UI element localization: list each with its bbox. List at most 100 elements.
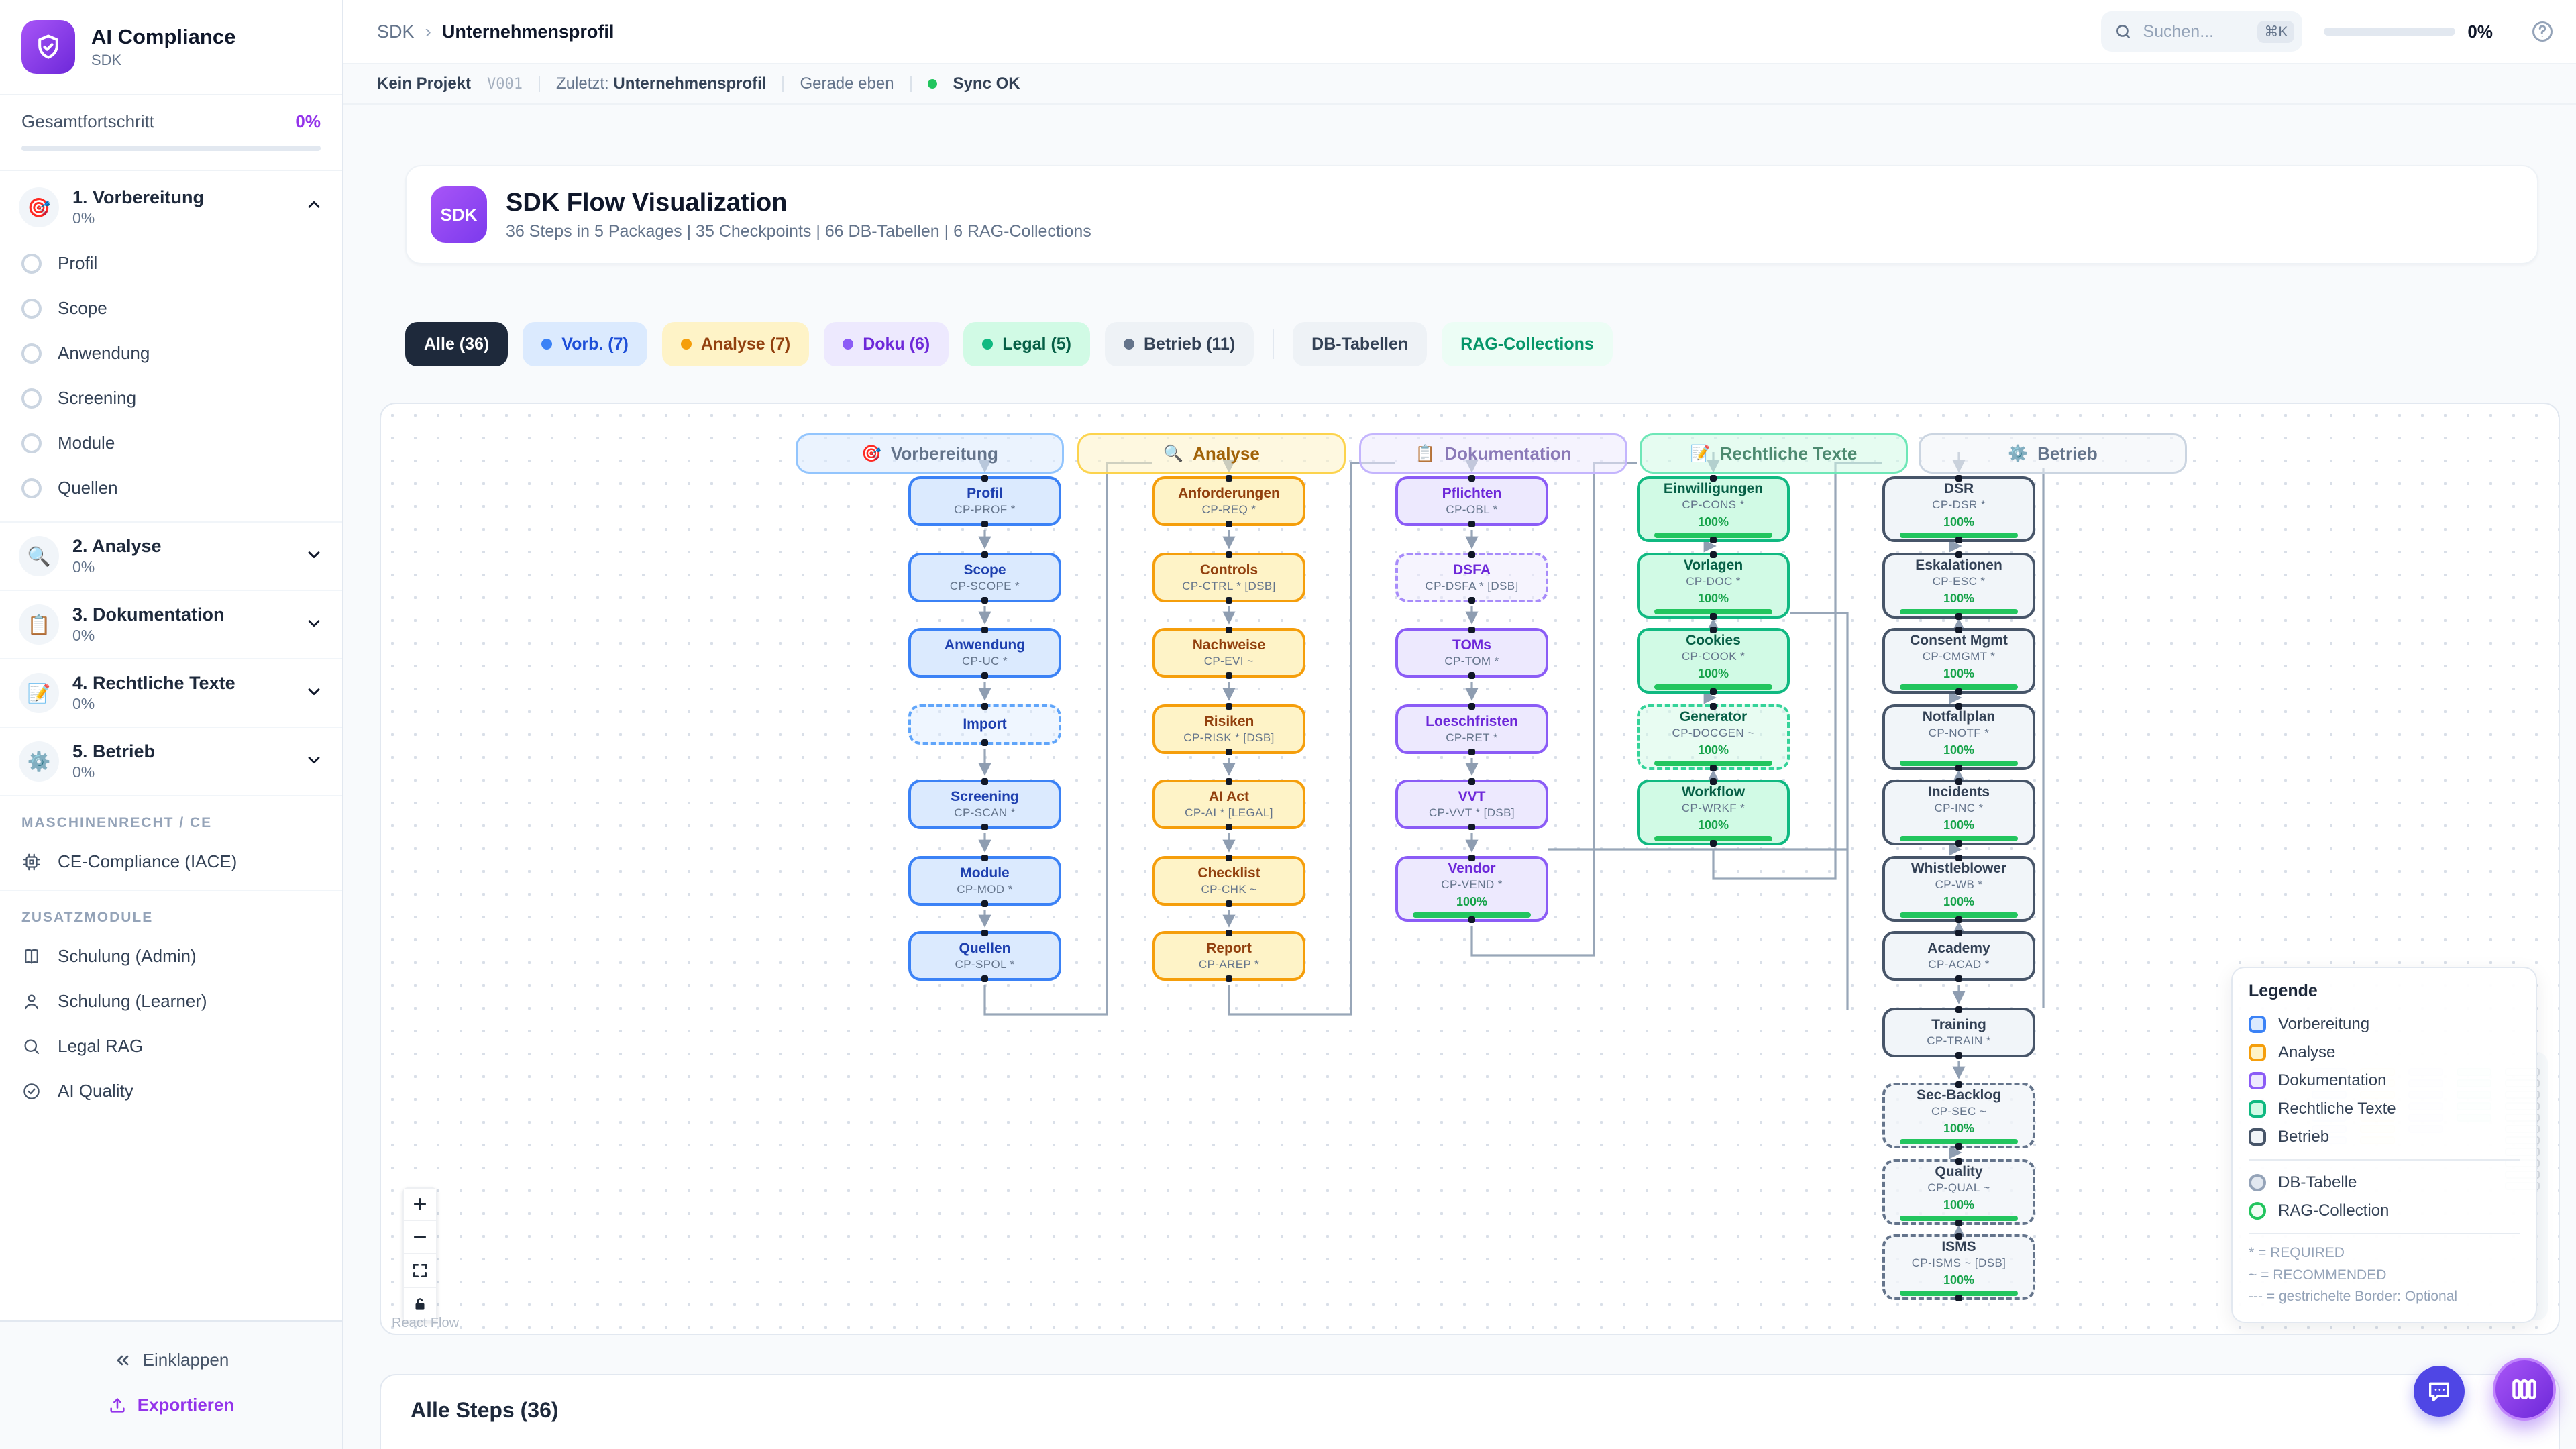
legend-swatch — [2249, 1016, 2266, 1034]
section-label-maschinenrecht-ce: MASCHINENRECHT / CE — [21, 815, 213, 830]
sidebar-item-legal-rag[interactable]: Legal RAG — [21, 1024, 321, 1069]
columns-view-button[interactable] — [2493, 1358, 2556, 1421]
node-code: CP-ESC * — [1932, 575, 1986, 588]
zoom-in-button[interactable] — [402, 1187, 437, 1221]
group-label: Vorbereitung — [891, 443, 998, 464]
flow-group-header-dokumentation: 📋Dokumentation — [1359, 433, 1627, 474]
node-title: DSFA — [1452, 561, 1491, 578]
breadcrumb-root[interactable]: SDK — [377, 21, 415, 42]
collapse-sidebar-button[interactable]: Einklappen — [0, 1338, 342, 1383]
fit-view-button[interactable] — [402, 1254, 437, 1288]
sidebar-item-profil[interactable]: Profil — [0, 241, 342, 286]
lock-button[interactable] — [402, 1288, 437, 1322]
flow-canvas[interactable]: 🎯Vorbereitung🔍Analyse📋Dokumentation📝Rech… — [380, 402, 2560, 1335]
node-progress-bar — [1900, 912, 2018, 918]
node-handle-top — [1226, 551, 1232, 558]
node-progress-value: 100% — [1943, 895, 1975, 909]
sidebar-item-screening[interactable]: Screening — [0, 376, 342, 421]
node-handle-bottom — [1226, 521, 1232, 527]
sidebar-item-scope[interactable]: Scope — [0, 286, 342, 331]
node-title: Einwilligungen — [1663, 481, 1764, 497]
sidebar-item-ai-quality[interactable]: AI Quality — [21, 1069, 321, 1114]
group-label: Betrieb — [2037, 443, 2098, 464]
node-title: Scope — [963, 561, 1006, 578]
filter-chip-db-tabellen[interactable]: DB-Tabellen — [1293, 322, 1428, 366]
filter-chip-doku-6[interactable]: Doku (6) — [824, 322, 949, 366]
sidebar-item-ce-compliance-iace[interactable]: CE-Compliance (IACE) — [21, 839, 321, 884]
filter-chip-rag-collections[interactable]: RAG-Collections — [1442, 322, 1613, 366]
sidebar-item-schulung-admin[interactable]: Schulung (Admin) — [21, 934, 321, 979]
node-progress-bar — [1654, 835, 1772, 841]
sidebar-item-module[interactable]: Module — [0, 421, 342, 466]
sidebar-item-anwendung[interactable]: Anwendung — [0, 331, 342, 376]
node-handle-top — [1226, 778, 1232, 785]
search-input[interactable]: Suchen... ⌘K — [2101, 11, 2303, 52]
sidebar-item-quellen[interactable]: Quellen — [0, 466, 342, 511]
filter-chip-betrieb-11[interactable]: Betrieb (11) — [1105, 322, 1254, 366]
sidebar-item-schulung-learner[interactable]: Schulung (Learner) — [21, 979, 321, 1024]
filter-chip-alle-36[interactable]: Alle (36) — [405, 322, 508, 366]
chat-button[interactable] — [2414, 1366, 2465, 1417]
double-chevron-left-icon — [113, 1351, 132, 1370]
export-button[interactable]: Exportieren — [0, 1383, 342, 1428]
zoom-out-button[interactable] — [402, 1221, 437, 1254]
filter-chip-legal-5[interactable]: Legal (5) — [963, 322, 1090, 366]
node-title: Consent Mgmt — [1910, 633, 2008, 649]
group-emoji-icon: 🎯 — [861, 444, 882, 463]
node-handle-bottom — [981, 975, 988, 982]
node-handle-top — [1226, 930, 1232, 936]
node-title: Eskalationen — [1915, 557, 2002, 574]
filter-chip-vorb-7[interactable]: Vorb. (7) — [523, 322, 647, 366]
sidebar-item-label: Legal RAG — [58, 1036, 144, 1056]
legend-label: Analyse — [2278, 1043, 2336, 1062]
brand: AI Compliance SDK — [0, 0, 342, 95]
flow-group-header-analyse: 🔍Analyse — [1077, 433, 1346, 474]
overall-progress-value: 0% — [295, 111, 321, 131]
node-code: CP-DSR * — [1932, 498, 1986, 512]
node-handle-top — [1226, 855, 1232, 861]
help-icon[interactable] — [2530, 19, 2555, 44]
filter-chip-analyse-7[interactable]: Analyse (7) — [661, 322, 810, 366]
flow-node-import[interactable]: Import — [908, 703, 1061, 746]
